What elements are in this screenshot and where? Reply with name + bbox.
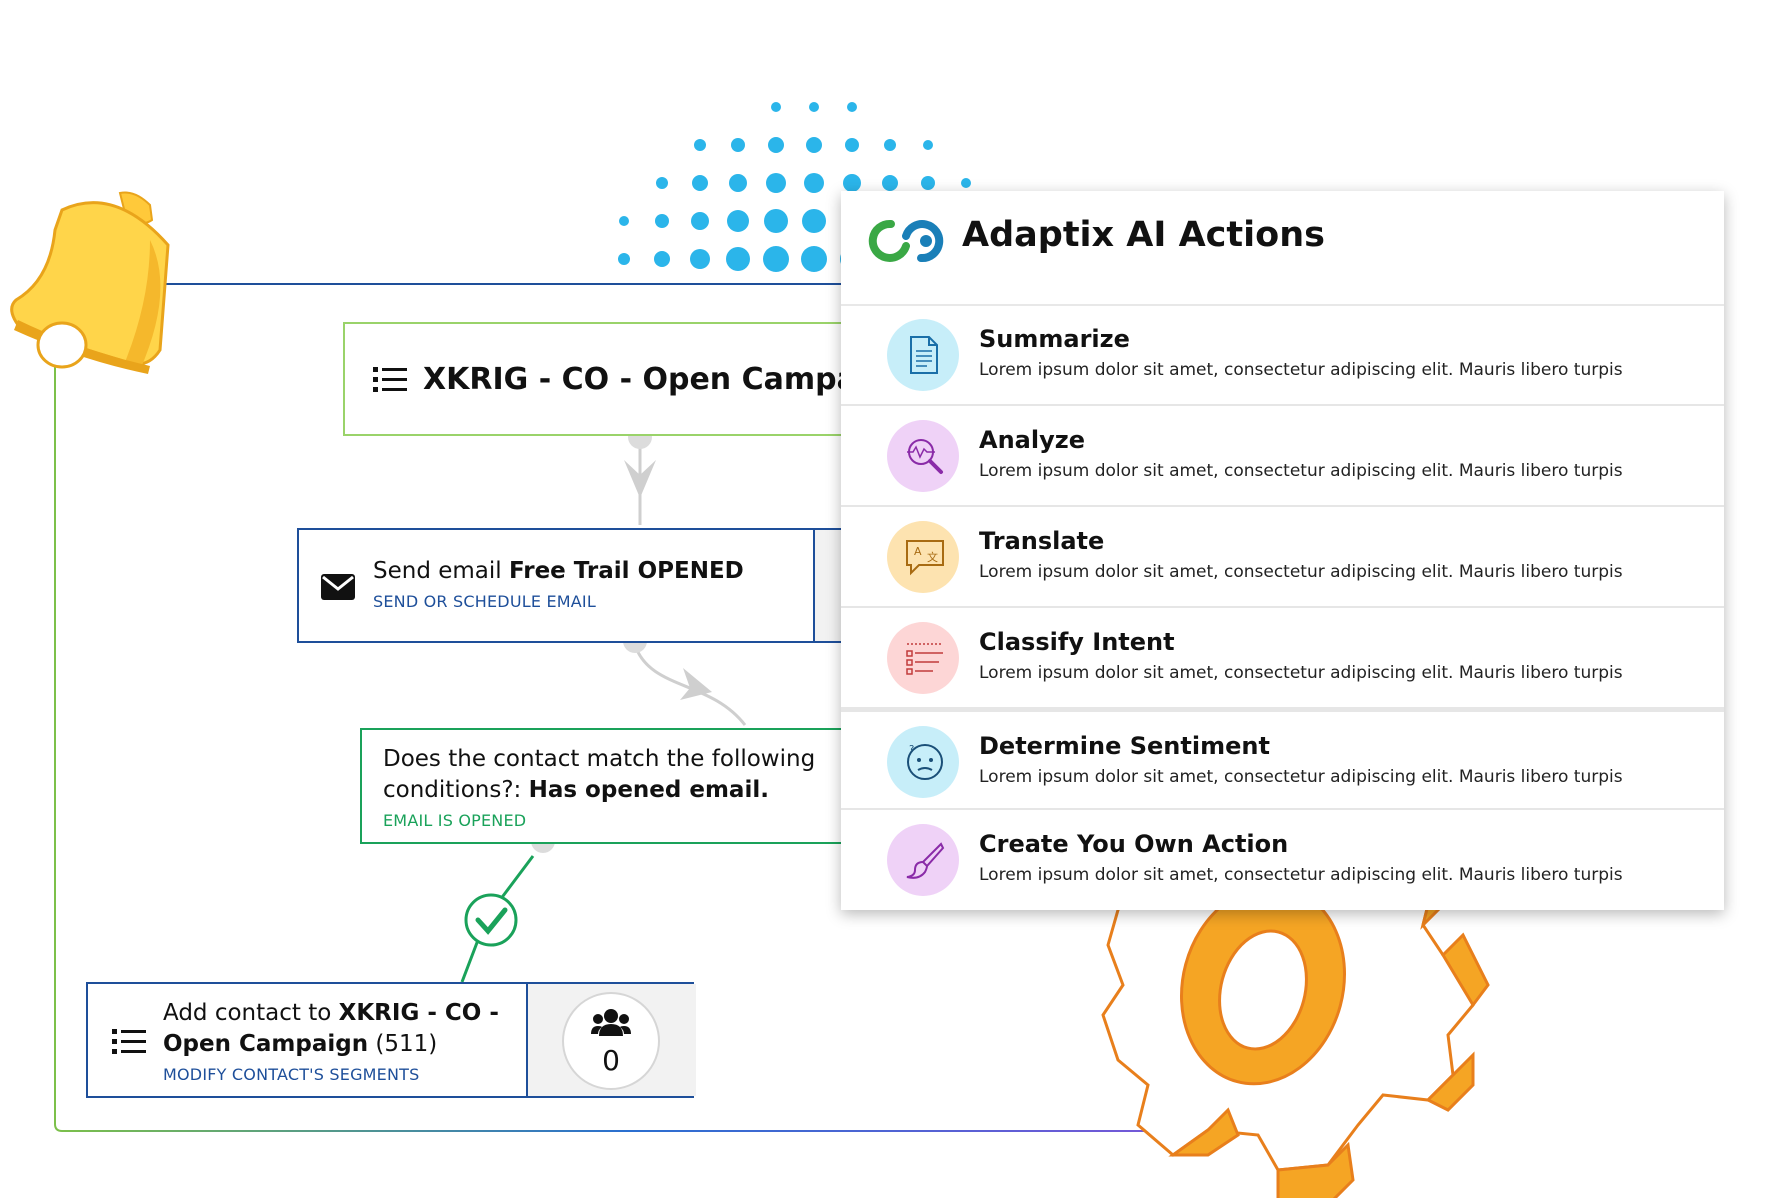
translate-icon: A 文 xyxy=(906,540,944,576)
flow-connectors xyxy=(460,425,747,983)
magnifier-chart-icon xyxy=(907,439,943,474)
condition-label: conditions?: xyxy=(383,777,529,803)
action-desc: Lorem ipsum dolor sit amet, consectetur … xyxy=(979,562,1623,582)
action-summarize[interactable]: Summarize Lorem ipsum dolor sit amet, co… xyxy=(841,305,1724,406)
add-contact-label: Add contact to xyxy=(163,1000,339,1026)
panel-title: Adaptix AI Actions xyxy=(962,215,1325,255)
svg-text:A: A xyxy=(914,545,922,558)
ai-actions-panel: Adaptix AI Actions Summarize Lorem ipsum… xyxy=(841,191,1724,910)
confused-face-icon: ? xyxy=(907,744,943,780)
gear-icon xyxy=(1101,828,1490,1198)
bell-icon xyxy=(10,191,170,374)
segment-name-part2: Open Campaign xyxy=(163,1031,369,1057)
condition-sub: EMAIL IS OPENED xyxy=(383,811,527,830)
action-name: Create You Own Action xyxy=(979,830,1289,858)
success-check-icon xyxy=(464,893,518,947)
adaptix-logo-icon xyxy=(868,219,944,263)
action-determine-sentiment[interactable]: ? Determine Sentiment Lorem ipsum dolor … xyxy=(841,709,1724,810)
translate-icon-bg xyxy=(887,521,959,593)
list-icon xyxy=(373,367,407,392)
email-name: Free Trail OPENED xyxy=(508,558,744,584)
list-icon xyxy=(112,1029,146,1054)
panel-header: Adaptix AI Actions xyxy=(841,191,1724,306)
campaign-node[interactable]: XKRIG - CO - Open Campaign xyxy=(343,322,910,436)
analyze-icon-bg xyxy=(887,420,959,492)
condition-line1: Does the contact match the following xyxy=(383,746,816,772)
outer-connector-left xyxy=(54,370,1200,1132)
contact-count-badge[interactable]: 0 xyxy=(562,992,660,1090)
action-analyze[interactable]: Analyze Lorem ipsum dolor sit amet, cons… xyxy=(841,406,1724,507)
add-contact-sub: MODIFY CONTACT'S SEGMENTS xyxy=(163,1065,420,1084)
action-classify-intent[interactable]: Classify Intent Lorem ipsum dolor sit am… xyxy=(841,608,1724,709)
campaign-title: XKRIG - CO - Open Campaign xyxy=(423,362,910,397)
action-translate[interactable]: A 文 Translate Lorem ipsum dolor sit amet… xyxy=(841,507,1724,608)
brush-icon xyxy=(906,842,945,879)
action-name: Summarize xyxy=(979,325,1130,353)
svg-text:文: 文 xyxy=(927,550,938,564)
send-email-label: Send email xyxy=(373,558,509,584)
action-desc: Lorem ipsum dolor sit amet, consectetur … xyxy=(979,663,1623,683)
add-contact-node[interactable]: Add contact to XKRIG - CO - Open Campaig… xyxy=(86,982,696,1098)
send-email-node[interactable]: Send email Free Trail OPENED SEND OR SCH… xyxy=(297,528,867,643)
segment-count: (511) xyxy=(368,1031,438,1057)
action-name: Translate xyxy=(979,527,1105,555)
sentiment-icon-bg xyxy=(887,726,959,798)
document-icon xyxy=(910,336,938,374)
segment-name-part1: XKRIG - CO - xyxy=(338,1000,499,1026)
envelope-icon xyxy=(321,574,355,600)
action-desc: Lorem ipsum dolor sit amet, consectetur … xyxy=(979,767,1623,787)
action-desc: Lorem ipsum dolor sit amet, consectetur … xyxy=(979,461,1623,481)
action-name: Determine Sentiment xyxy=(979,732,1270,760)
action-desc: Lorem ipsum dolor sit amet, consectetur … xyxy=(979,360,1623,380)
contact-count-panel: 0 xyxy=(526,984,696,1096)
summarize-icon-bg xyxy=(887,319,959,391)
condition-value: Has opened email. xyxy=(528,777,769,803)
users-icon xyxy=(591,1009,631,1036)
condition-node[interactable]: Does the contact match the following con… xyxy=(360,728,863,844)
svg-text:?: ? xyxy=(909,744,914,755)
create-icon-bg xyxy=(887,824,959,896)
classify-icon-bg xyxy=(887,622,959,694)
list-classify-icon xyxy=(906,643,943,675)
action-name: Classify Intent xyxy=(979,628,1175,656)
action-create-own[interactable]: Create You Own Action Lorem ipsum dolor … xyxy=(841,810,1724,911)
action-name: Analyze xyxy=(979,426,1085,454)
contact-count-value: 0 xyxy=(602,1044,620,1077)
send-email-sub: SEND OR SCHEDULE EMAIL xyxy=(373,592,596,611)
action-desc: Lorem ipsum dolor sit amet, consectetur … xyxy=(979,865,1623,885)
